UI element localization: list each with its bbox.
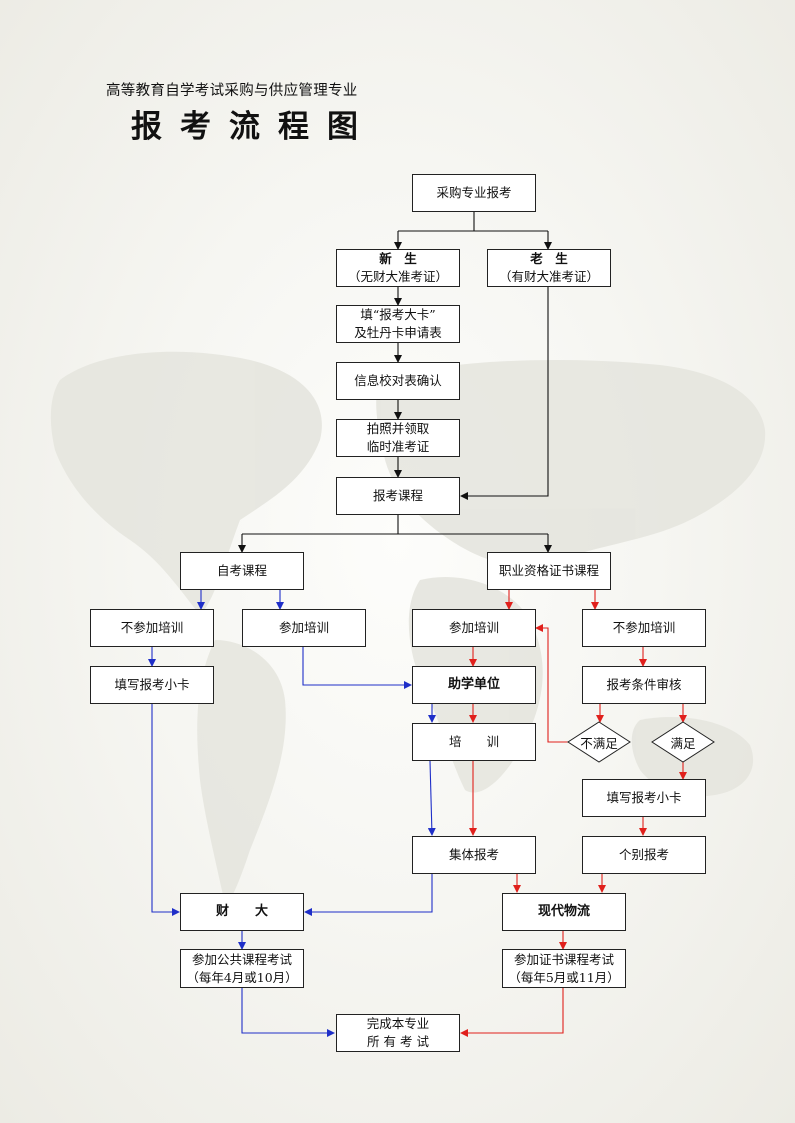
caida-label: 财 大 xyxy=(215,904,268,919)
arrow-start-to-branches xyxy=(398,212,548,232)
document-title: 报考流程图 xyxy=(131,109,376,145)
finish-line2: 所 有 考 试 xyxy=(367,1034,429,1049)
eligibility-review-node: 报考条件审核 xyxy=(582,666,706,704)
old-student-note: （有财大准考证） xyxy=(498,269,599,284)
fill-small-card-left-node: 填写报考小卡 xyxy=(90,666,214,704)
training-label: 培 训 xyxy=(448,734,499,749)
old-student-title: 老 生 xyxy=(530,251,568,266)
group-register-label: 集体报考 xyxy=(448,847,499,862)
modern-logistics-node: 现代物流 xyxy=(502,893,626,931)
finish-line1: 完成本专业 xyxy=(366,1016,430,1031)
arrow-training-to-assist xyxy=(302,647,412,689)
no-training-right-node: 不参加培训 xyxy=(582,609,706,647)
new-student-node: 新 生 （无财大准考证） xyxy=(336,249,460,287)
individual-register-node: 个别报考 xyxy=(582,836,706,874)
individual-register-label: 个别报考 xyxy=(618,847,669,862)
fill-small-card-left-label: 填写报考小卡 xyxy=(114,677,190,692)
modern-logistics-label: 现代物流 xyxy=(537,904,590,919)
verify-label: 信息校对表确认 xyxy=(354,373,442,388)
arrow-cert-exam-to-finish xyxy=(460,988,564,1037)
group-register-node: 集体报考 xyxy=(412,836,536,874)
register-courses-node: 报考课程 xyxy=(336,477,460,515)
no-training-left-label: 不参加培训 xyxy=(120,620,184,635)
cert-exam-node: 参加证书课程考试 （每年5月或11月） xyxy=(502,949,626,988)
new-student-title: 新 生 xyxy=(379,251,417,266)
satisfied-label: 满足 xyxy=(670,735,696,751)
arrow-old-to-courses xyxy=(460,287,549,500)
unsatisfied-diamond xyxy=(567,721,631,763)
cert-exam-line1: 参加证书课程考试 xyxy=(513,951,614,967)
assist-unit-node: 助学单位 xyxy=(412,666,536,704)
arrow-card-to-caida xyxy=(151,704,180,916)
arrow-training-to-group-blue xyxy=(427,760,436,836)
training-right-node: 参加培训 xyxy=(412,609,536,647)
training-left-label: 参加培训 xyxy=(278,620,329,635)
fill-card-node: 填“报考大卡” 及牡丹卡申请表 xyxy=(336,305,460,343)
eligibility-review-label: 报考条件审核 xyxy=(606,677,682,692)
self-study-label: 自考课程 xyxy=(216,563,267,578)
arrow-unsatisfied-to-training xyxy=(535,624,568,743)
start-label: 采购专业报考 xyxy=(436,185,512,200)
fill-card-line1: 填“报考大卡” xyxy=(360,307,436,322)
no-training-left-node: 不参加培训 xyxy=(90,609,214,647)
public-exam-node: 参加公共课程考试 （每年4月或10月） xyxy=(180,949,304,988)
arrow-courses-to-branches xyxy=(242,515,548,535)
self-study-node: 自考课程 xyxy=(180,552,304,590)
public-exam-line2: （每年4月或10月） xyxy=(186,969,298,985)
no-training-right-label: 不参加培训 xyxy=(612,620,676,635)
vocational-node: 职业资格证书课程 xyxy=(487,552,611,590)
arrow-group-to-caida xyxy=(304,874,433,916)
start-node: 采购专业报考 xyxy=(412,174,536,212)
public-exam-line1: 参加公共课程考试 xyxy=(191,951,292,967)
training-right-label: 参加培训 xyxy=(448,620,499,635)
old-student-node: 老 生 （有财大准考证） xyxy=(487,249,611,287)
satisfied-diamond xyxy=(651,721,715,763)
photo-line2: 临时准考证 xyxy=(366,439,430,454)
photo-node: 拍照并领取 临时准考证 xyxy=(336,419,460,457)
new-student-note: （无财大准考证） xyxy=(347,269,448,284)
photo-line1: 拍照并领取 xyxy=(366,421,430,436)
fill-small-card-right-label: 填写报考小卡 xyxy=(606,790,682,805)
training-node: 培 训 xyxy=(412,723,536,761)
verify-node: 信息校对表确认 xyxy=(336,362,460,400)
unsatisfied-label: 不满足 xyxy=(580,735,618,751)
caida-node: 财 大 xyxy=(180,893,304,931)
fill-small-card-right-node: 填写报考小卡 xyxy=(582,779,706,817)
vocational-label: 职业资格证书课程 xyxy=(498,563,599,578)
arrow-public-exam-to-finish xyxy=(241,988,335,1037)
fill-card-line2: 及牡丹卡申请表 xyxy=(354,325,442,340)
register-courses-label: 报考课程 xyxy=(372,488,423,503)
assist-unit-label: 助学单位 xyxy=(447,677,500,692)
document-subtitle: 高等教育自学考试采购与供应管理专业 xyxy=(106,83,358,99)
finish-node: 完成本专业 所 有 考 试 xyxy=(336,1014,460,1052)
training-left-node: 参加培训 xyxy=(242,609,366,647)
cert-exam-line2: （每年5月或11月） xyxy=(508,969,620,985)
